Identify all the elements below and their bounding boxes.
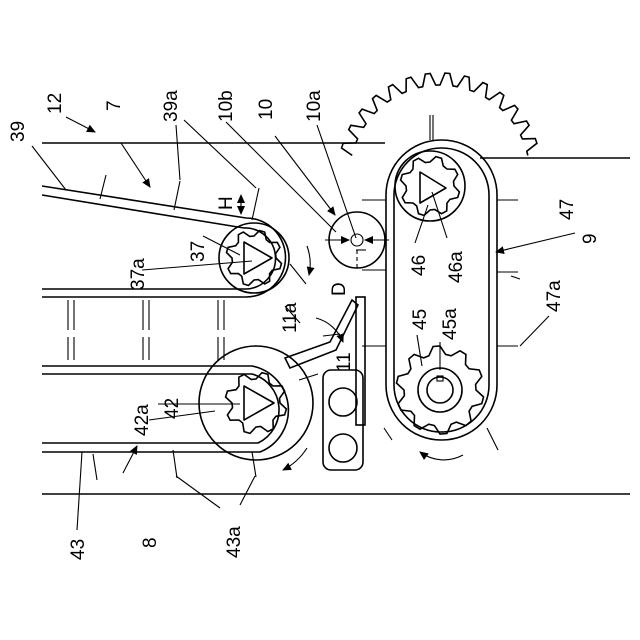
label-11: 11 [334, 352, 355, 372]
label-8: 8 [140, 537, 161, 548]
frame-lines [42, 143, 630, 494]
label-11a: 11a [280, 302, 301, 333]
label-47a: 47a [544, 280, 565, 312]
rotation-arrows [283, 246, 463, 470]
label-46: 46 [409, 255, 430, 276]
label-43: 43 [68, 539, 89, 560]
label-7: 7 [104, 100, 125, 111]
label-37: 37 [188, 241, 209, 262]
label-9: 9 [580, 233, 601, 244]
label-39: 39 [8, 121, 29, 142]
labels: 39 12 7 39a 10b 10 10a H 37 37a 11a 11 D… [8, 90, 601, 560]
label-46a: 46a [446, 251, 467, 283]
label-12: 12 [45, 93, 66, 114]
chain-links [68, 300, 224, 360]
label-42: 42 [162, 398, 183, 419]
label-h: H [216, 196, 237, 210]
label-43a: 43a [224, 526, 245, 558]
label-d: D [329, 282, 350, 296]
label-39a: 39a [161, 90, 182, 122]
label-45a: 45a [440, 308, 461, 340]
label-45: 45 [410, 309, 431, 330]
label-47: 47 [557, 199, 578, 220]
vertical-belt-47 [362, 115, 518, 450]
label-37a: 37a [128, 258, 149, 290]
label-10a: 10a [304, 90, 325, 122]
label-10b: 10b [216, 90, 237, 122]
label-10: 10 [256, 99, 277, 120]
sprocket-46 [395, 151, 465, 221]
label-42a: 42a [132, 404, 153, 436]
